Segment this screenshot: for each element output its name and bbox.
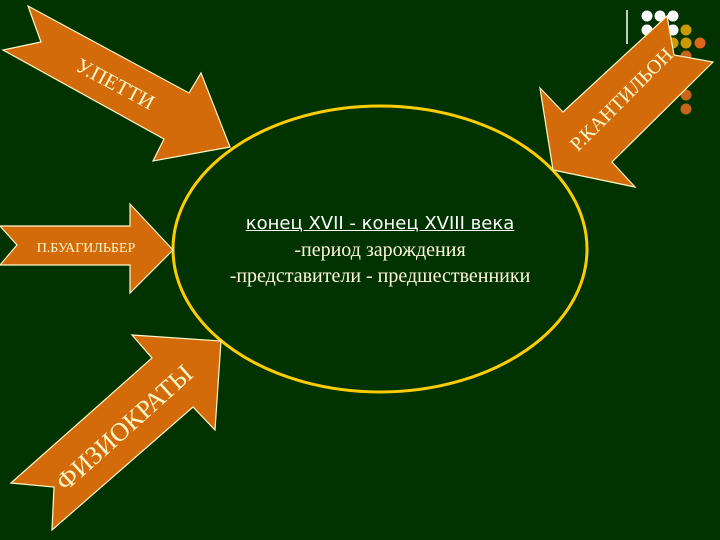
arrow-boisguillebert-label: П.БУАГИЛЬБЕР: [37, 241, 136, 256]
arrow-physiocrats-label: ФИЗИОКРАТЫ: [50, 359, 198, 497]
period-heading: конец XVII - конец XVIII века: [245, 213, 515, 234]
period-description: -период зарождения: [294, 239, 466, 261]
arrow-boisguillebert: П.БУАГИЛЬБЕР: [0, 202, 174, 295]
central-ellipse: [171, 104, 589, 394]
arrow-petty: У.ПЕТТИ: [1, 4, 231, 162]
arrow-physiocrats: ФИЗИОКРАТЫ: [9, 334, 222, 532]
arrow-cantillon: Р.КАНТИЛЬОН: [539, 14, 715, 188]
representatives-description: -представители - предшественники: [229, 265, 531, 287]
center-text-block: конец XVII - конец XVIII века -период за…: [172, 211, 588, 289]
